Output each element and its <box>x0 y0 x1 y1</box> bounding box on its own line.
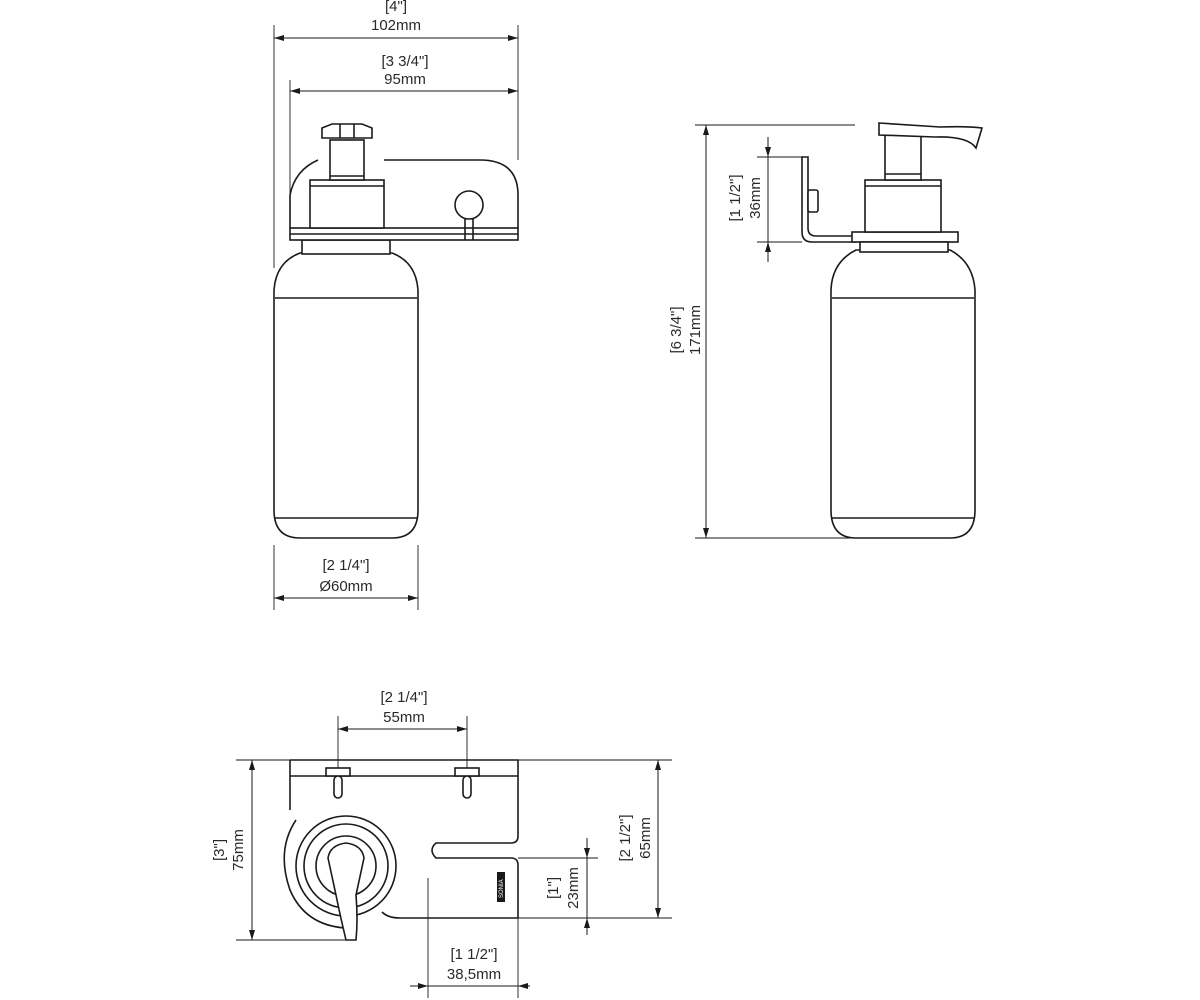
arrow <box>418 983 428 989</box>
top-logo-text: SONIA <box>499 879 505 898</box>
side-overall-height-mm: 171mm <box>687 305 704 355</box>
top-depth-inch: [3"] <box>211 839 228 861</box>
arrow <box>338 726 348 732</box>
slot-width-mm: 38,5mm <box>447 966 501 983</box>
arrow <box>584 918 590 928</box>
front-view: [4"] 102mm [3 3/4"] 95mm [2 1/4"] Ø60mm <box>273 0 519 610</box>
top-logo-mark <box>497 872 505 902</box>
arrow <box>655 760 661 770</box>
bottle-diameter-inch: [2 1/4"] <box>322 557 369 574</box>
arrow <box>703 125 709 135</box>
front-overall-width-inch: [4"] <box>385 0 407 15</box>
arrow <box>249 930 255 940</box>
bracket-depth-mm: 65mm <box>637 817 654 859</box>
arrow <box>290 88 300 94</box>
side-bracket-height-inch: [1 1/2"] <box>727 174 744 221</box>
front-pump-head <box>321 123 373 139</box>
side-bracket-plate <box>851 231 959 243</box>
front-bottle-neck <box>301 239 391 255</box>
top-screw-left-shaft <box>333 775 343 799</box>
arrow <box>508 35 518 41</box>
front-overall-width-mm: 102mm <box>371 17 421 34</box>
front-pump-stem <box>329 139 365 181</box>
arrow <box>584 848 590 858</box>
arrow <box>249 760 255 770</box>
top-bottle-outline <box>283 819 346 929</box>
top-pump-nozzle <box>327 842 365 941</box>
side-bracket-screw <box>807 189 819 213</box>
front-mount-screw <box>454 190 484 220</box>
top-screw-right-shaft <box>462 775 472 799</box>
side-bottle-neck <box>859 241 949 253</box>
top-depth-mm: 75mm <box>230 829 247 871</box>
arrow <box>518 983 528 989</box>
arrow <box>765 147 771 157</box>
hole-spacing-inch: [2 1/4"] <box>380 689 427 706</box>
side-bottle-body <box>830 249 976 539</box>
arrow <box>457 726 467 732</box>
slot-width-inch: [1 1/2"] <box>450 946 497 963</box>
top-screw-right-head <box>454 767 480 777</box>
hole-spacing-mm: 55mm <box>383 709 425 726</box>
front-bracket-width-mm: 95mm <box>384 71 426 88</box>
side-view: [6 3/4"] 171mm [1 1/2"] 36mm <box>668 122 984 539</box>
bracket-depth-inch: [2 1/2"] <box>617 814 634 861</box>
arrow <box>765 242 771 252</box>
top-view: SONIA [2 1/4"] 55mm [3"] 75mm [2 1/2"] 6… <box>211 689 672 998</box>
arrow <box>274 595 284 601</box>
bottle-diameter-mm: Ø60mm <box>319 578 372 595</box>
side-overall-height-inch: [6 3/4"] <box>668 306 685 353</box>
front-bottle-body <box>273 252 419 539</box>
arrow <box>408 595 418 601</box>
slot-depth-mm: 23mm <box>565 867 582 909</box>
side-pump-collar <box>864 179 942 233</box>
slot-depth-inch: [1"] <box>545 877 562 899</box>
arrow <box>508 88 518 94</box>
side-pump-nozzle <box>878 122 984 150</box>
top-bracket-outline <box>289 759 519 919</box>
front-pump-collar <box>309 179 385 229</box>
arrow <box>274 35 284 41</box>
side-bracket-height-mm: 36mm <box>747 177 764 219</box>
front-bracket-width-inch: [3 3/4"] <box>381 53 428 70</box>
top-screw-left-head <box>325 767 351 777</box>
arrow <box>655 908 661 918</box>
side-pump-stem <box>884 134 922 181</box>
arrow <box>703 528 709 538</box>
